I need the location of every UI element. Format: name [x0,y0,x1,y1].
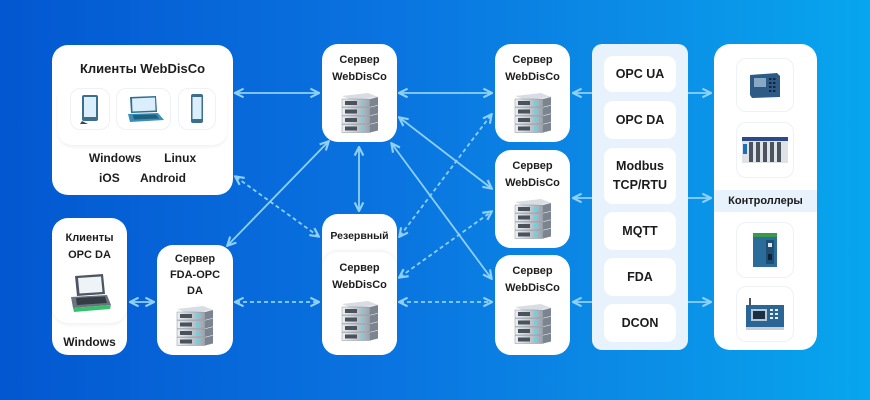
protocol-mqtt: MQTT [604,212,676,250]
laptop-icon [71,274,111,312]
platform-linux: Linux [164,151,197,165]
server-rack-icon [338,90,382,134]
hmi-controller-icon [746,298,784,330]
clients-devices-panel [58,81,227,145]
link-center-to-right2 [400,118,491,188]
controller-tile-3 [736,222,794,278]
protocol-opc-da: OPC DA [604,101,676,139]
server-reserve-line-2: WebDisCo [332,279,387,291]
link-center-to-right3 [392,144,491,278]
protocol-modbus: Modbus TCP/RTU [604,148,676,204]
server-reserve-line-1: Сервер [339,262,380,274]
server-webdisco-right-3: Сервер WebDisCo [495,255,570,355]
platforms-row-1: Windows Linux [52,151,233,165]
laptop-icon [127,96,164,122]
clients-opc-da-top: Клиенты OPC DA [52,218,127,323]
platform-ios: iOS [99,171,120,185]
server-right-3-line-1: Сервер [512,265,553,277]
clients-opc-da-title-1: Клиенты [65,232,114,244]
server-rack-icon [511,196,555,240]
link-reserve-to-right2 [400,212,491,277]
clients-webdisco-card: Клиенты WebDisCo [52,45,233,195]
controllers-label: Контроллеры [714,190,817,212]
clients-webdisco-title: Клиенты WebDisCo [79,61,206,76]
server-fda-line-2: FDA-OPC [169,269,221,281]
server-rack-icon [173,303,217,347]
protocol-label: FDA [627,269,653,284]
link-fda-to-center [228,142,328,245]
server-rack-icon [511,301,555,345]
tablet-tile [70,88,110,130]
controller-tile-4 [736,286,794,342]
protocol-opc-ua: OPC UA [604,56,676,92]
protocol-label: OPC UA [615,66,665,81]
link-clients-to-reserve [236,177,318,236]
clients-opc-da-title-2: OPC DA [68,249,111,261]
protocol-label: MQTT [622,223,658,238]
laptop-tile [116,88,171,130]
server-right-3-line-2: WebDisCo [505,282,560,294]
platforms-row-2: iOS Android [52,171,233,185]
server-webdisco-main-card: Сервер WebDisCo [322,44,397,142]
din-rail-plc-icon [753,233,777,267]
protocol-label-line-2: TCP/RTU [612,178,668,192]
reserve-inner-panel: Сервер WebDisCo [322,252,397,355]
server-right-2-line-2: WebDisCo [505,177,560,189]
server-fda-opc-da-card: Сервер FDA-OPC DA [157,245,233,355]
server-rack-icon [338,298,382,342]
protocol-label: DCON [621,315,659,330]
link-reserve-to-right1 [400,115,491,236]
server-right-1-line-2: WebDisCo [505,71,560,83]
protocols-panel: OPC UA OPC DA Modbus TCP/RTU MQTT FDA DC… [592,44,688,350]
server-right-1-line-1: Сервер [512,54,553,66]
protocol-dcon: DCON [604,304,676,342]
server-rack-icon [511,90,555,134]
clients-opc-da-card: Клиенты OPC DA Windows [52,218,127,355]
controllers-card: Контроллеры [714,44,817,350]
modular-rack-plc-icon [742,137,788,163]
server-webdisco-right-1: Сервер WebDisCo [495,44,570,142]
protocol-label: OPC DA [615,112,665,127]
opc-da-platform-windows: Windows [63,335,116,349]
controller-tile-1 [736,58,794,112]
protocol-label-line-1: Modbus [616,159,664,173]
protocol-fda: FDA [604,258,676,296]
server-main-line-1: Сервер [339,54,380,66]
platform-windows: Windows [88,151,142,165]
reserve-label: Резервный [330,230,389,242]
controller-tile-2 [736,122,794,178]
smartphone-tile [178,88,216,130]
platform-android: Android [139,171,186,185]
server-right-2-line-1: Сервер [512,160,553,172]
server-fda-line-3: DA [187,285,203,297]
server-webdisco-reserve-card: Резервный Сервер WebDisCo [322,214,397,355]
server-webdisco-right-2: Сервер WebDisCo [495,150,570,248]
smartphone-icon [191,94,203,123]
server-main-line-2: WebDisCo [332,71,387,83]
tablet-icon [80,95,98,124]
server-fda-line-1: Сервер [174,253,216,265]
plc-keypad-icon [750,73,780,98]
